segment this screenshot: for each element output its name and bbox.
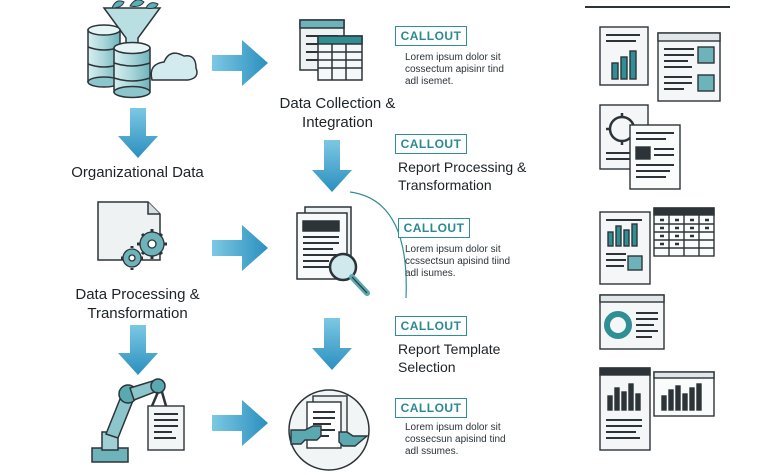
connector-curve (349, 190, 410, 300)
data-processing-label: Data Processing & Transformation (75, 286, 200, 322)
down-arrow-mid-2 (312, 318, 352, 370)
document-magnifier-icon (295, 205, 377, 297)
down-arrow-mid-1 (312, 140, 352, 192)
report-processing-label: Report Processing & Transformation (398, 159, 527, 193)
report-thumbnails-4 (598, 293, 668, 353)
document-gears-icon (90, 198, 180, 276)
right-arrow-3 (212, 400, 268, 446)
database-funnel-icon (82, 0, 198, 100)
spreadsheet-icon (298, 18, 366, 84)
callout-text-3: Lorem ipsum dolor sit cossecsun apisind … (405, 422, 506, 457)
callout-text-2: Lorem ipsum dolor sit ccssectsun apisind… (405, 244, 511, 279)
template-selection-label: Report Template Selection (398, 341, 501, 375)
organizational-data-label: Organizational Data (71, 164, 204, 181)
report-thumbnails-5 (598, 366, 718, 454)
callout-title-1: CALLOUT (395, 26, 467, 46)
top-rule (585, 6, 730, 8)
callout-title-3: CALLOUT (398, 218, 470, 238)
down-arrow-2 (118, 325, 158, 375)
callout-title-5: CALLOUT (395, 398, 467, 418)
report-thumbnails-1 (598, 25, 723, 105)
data-collection-label: Data Collection & Integration (279, 95, 396, 131)
down-arrow-1 (118, 108, 158, 158)
right-arrow-1 (212, 40, 268, 86)
robot-arm-icon (86, 376, 196, 470)
report-thumbnails-3 (598, 206, 718, 288)
report-thumbnails-2 (598, 103, 688, 193)
callout-text-1: Lorem ipsum dolor sit cossectum apisinr … (405, 52, 504, 87)
right-arrow-2 (212, 225, 268, 271)
callout-title-2: CALLOUT (395, 134, 467, 154)
template-selection-icon (283, 382, 375, 471)
callout-title-4: CALLOUT (395, 316, 467, 336)
